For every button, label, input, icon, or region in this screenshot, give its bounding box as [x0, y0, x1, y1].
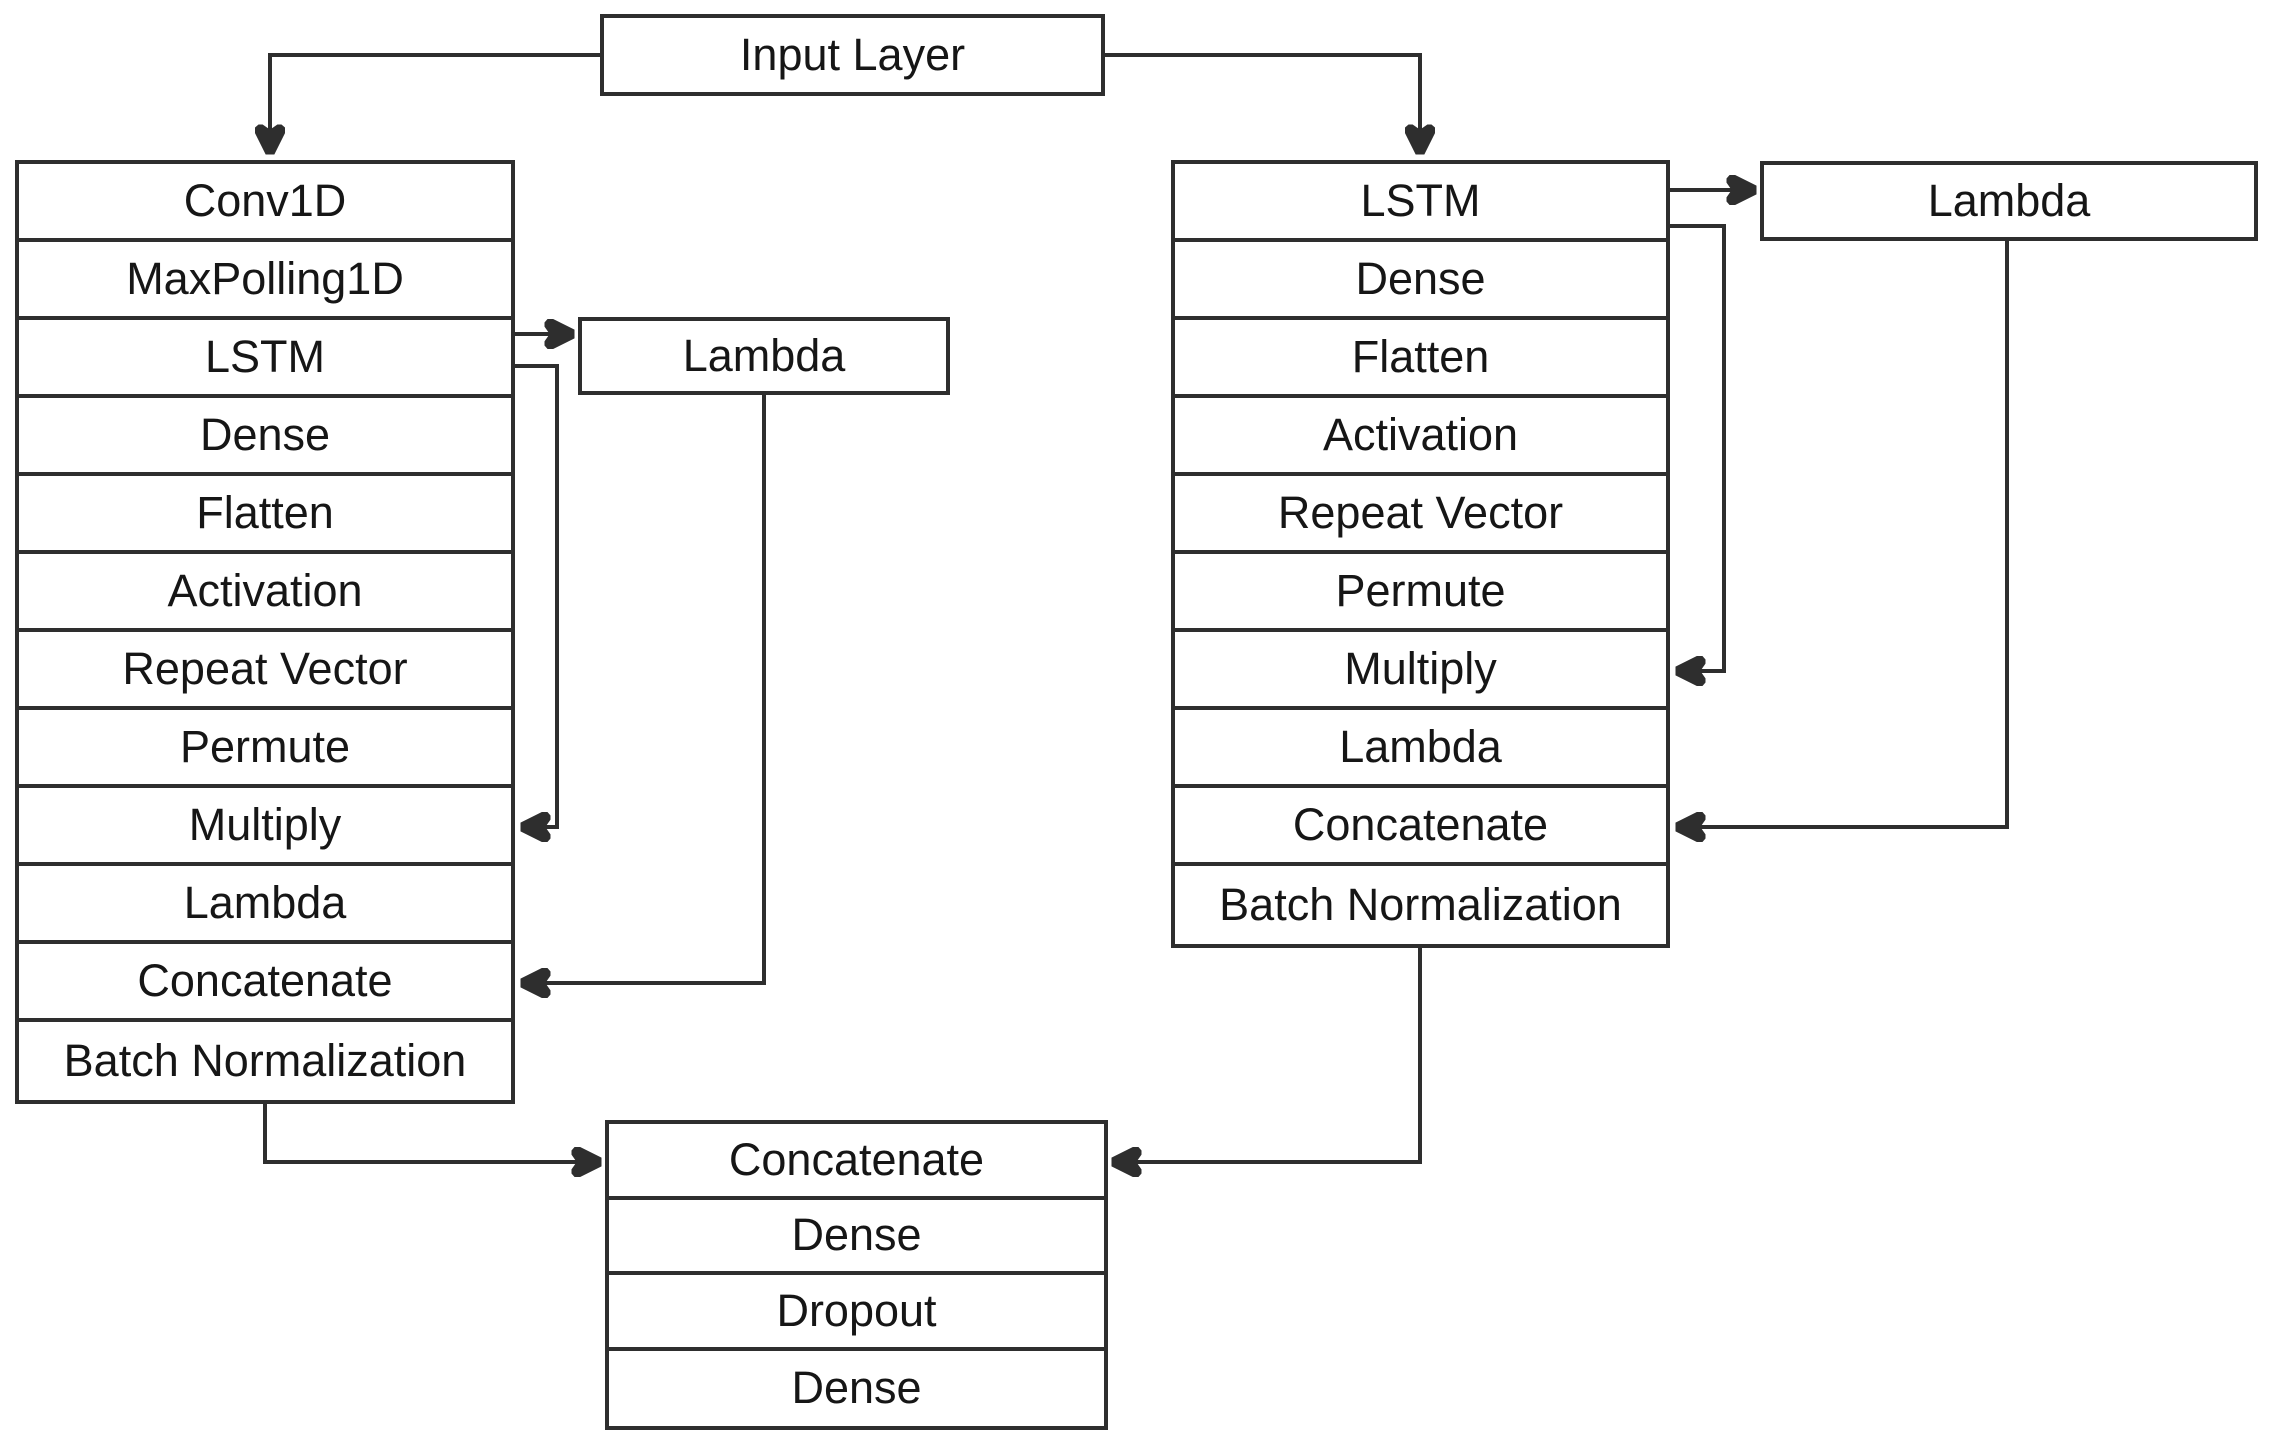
layer-row-dense-output-2: Dense — [791, 1362, 922, 1414]
layer-row-multiply-left: Multiply — [19, 788, 511, 866]
layer-row-conv1d: Conv1D — [19, 164, 511, 242]
output-stack: Concatenate Dense Dropout Dense — [605, 1120, 1108, 1430]
layer-row-batch-normalization-right: Batch Normalization — [1219, 879, 1622, 930]
edge-right-lambda-to-concatenate — [1678, 241, 2009, 827]
layer-row-dropout-output: Dropout — [609, 1275, 1104, 1351]
layer-row-repeat-vector-left: Repeat Vector — [19, 632, 511, 710]
layer-row-dense-output-1: Dense — [609, 1200, 1104, 1275]
edge-input-to-left — [270, 53, 600, 152]
layer-row-permute-left: Permute — [19, 710, 511, 788]
layer-row-concatenate-right: Concatenate — [1175, 788, 1666, 866]
layer-row-lambda-right: Lambda — [1175, 710, 1666, 788]
layer-row-dense-right: Dense — [1175, 242, 1666, 320]
layer-row-maxpolling1d: MaxPolling1D — [19, 242, 511, 320]
layer-row-activation-right: Activation — [1175, 398, 1666, 476]
left-lambda-box: Lambda — [578, 317, 950, 395]
layer-row-permute-right: Permute — [1175, 554, 1666, 632]
layer-row-batch-normalization-left: Batch Normalization — [63, 1035, 467, 1086]
right-branch-stack: LSTM Dense Flatten Activation Repeat Vec… — [1171, 160, 1670, 948]
layer-row-concatenate-left: Concatenate — [19, 944, 511, 1022]
layer-row-flatten-right: Flatten — [1175, 320, 1666, 398]
layer-row-concatenate-output: Concatenate — [609, 1124, 1104, 1200]
layer-row-lambda-left: Lambda — [19, 866, 511, 944]
edge-left-bn-to-output — [263, 1104, 599, 1162]
layer-row-flatten-left: Flatten — [19, 476, 511, 554]
layer-row-lstm-left: LSTM — [19, 320, 511, 398]
layer-row-repeat-vector-right: Repeat Vector — [1175, 476, 1666, 554]
input-layer-box: Input Layer — [600, 14, 1105, 96]
edge-input-to-right — [1105, 53, 1420, 152]
edge-left-lstm-to-multiply — [515, 364, 559, 827]
layer-row-activation-left: Activation — [19, 554, 511, 632]
layer-row-lstm-right: LSTM — [1175, 164, 1666, 242]
edge-right-lstm-to-multiply — [1670, 224, 1726, 671]
left-branch-stack: Conv1D MaxPolling1D LSTM Dense Flatten A… — [15, 160, 515, 1104]
right-lambda-box: Lambda — [1760, 161, 2258, 241]
layer-row-multiply-right: Multiply — [1175, 632, 1666, 710]
layer-row-dense-left: Dense — [19, 398, 511, 476]
edge-right-bn-to-output — [1114, 948, 1422, 1162]
edge-left-lambda-to-concatenate — [523, 395, 766, 983]
